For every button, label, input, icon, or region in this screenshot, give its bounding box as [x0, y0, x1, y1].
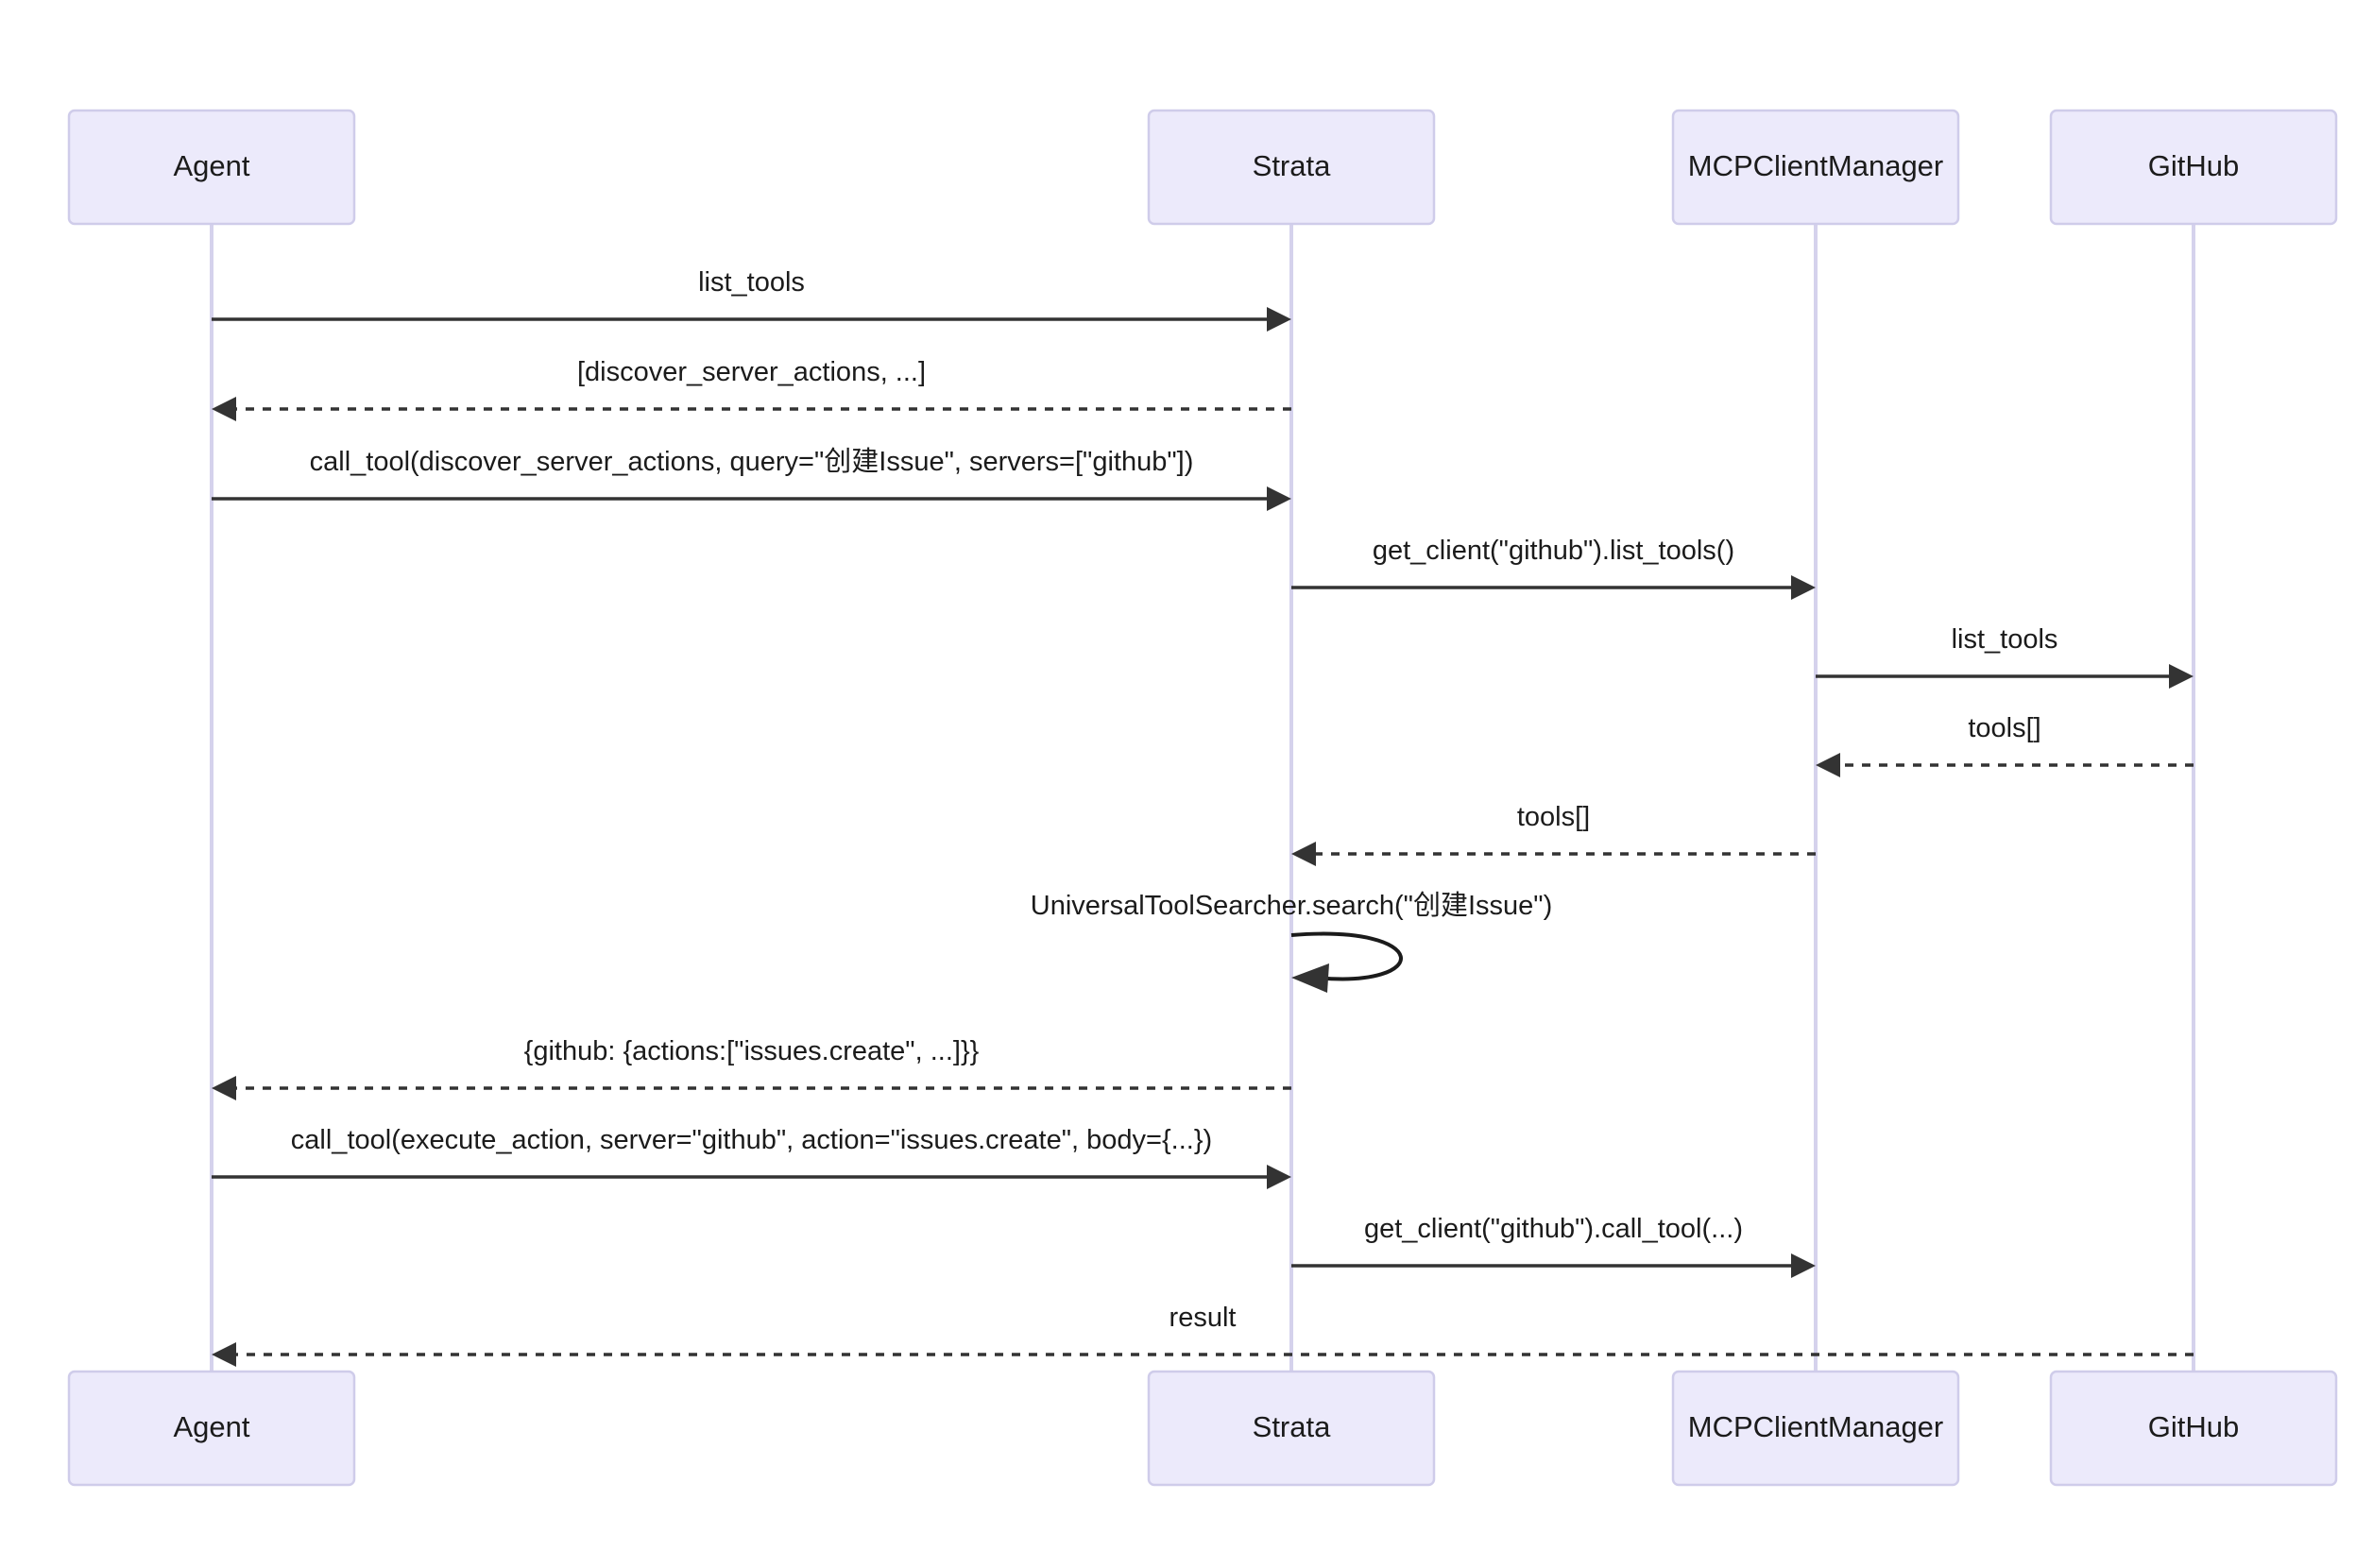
message-label: get_client("github").list_tools() [1373, 536, 1734, 566]
actor-strata-top[interactable]: Strata [1147, 109, 1436, 226]
message-label: UniversalToolSearcher.search("创建Issue") [1031, 890, 1552, 921]
message-label: list_tools [1952, 624, 2058, 655]
message-label: tools[] [1517, 802, 1590, 832]
message-arrowhead [1267, 307, 1291, 332]
message-2-strata-to-agent: [discover_server_actions, ...] [212, 357, 1291, 421]
actor-box-mcp [1671, 1370, 1960, 1487]
message-4-strata-to-mcp: get_client("github").list_tools() [1291, 536, 1816, 600]
message-arrowhead [212, 1342, 236, 1367]
actor-box-github [2049, 1370, 2338, 1487]
message-arrowhead [1791, 1253, 1816, 1278]
actor-label-agent: Agent [173, 1410, 249, 1443]
message-label: {github: {actions:["issues.create", ...]… [524, 1036, 980, 1066]
message-label: [discover_server_actions, ...] [577, 357, 926, 387]
message-7-mcp-to-strata: tools[] [1291, 802, 1816, 866]
message-label: call_tool(discover_server_actions, query… [310, 446, 1194, 477]
message-5-mcp-to-github: list_tools [1816, 624, 2194, 689]
message-arrowhead [1291, 842, 1316, 866]
message-12-github-to-agent: result [212, 1303, 2194, 1367]
self-loop-curve [1290, 931, 1403, 981]
message-3-agent-to-strata: call_tool(discover_server_actions, query… [212, 446, 1291, 511]
actor-strata-bottom[interactable]: Strata [1147, 1370, 1436, 1487]
actor-box-agent [67, 109, 356, 226]
message-arrowhead [212, 397, 236, 421]
message-label: get_client("github").call_tool(...) [1364, 1214, 1743, 1244]
message-9-strata-to-agent: {github: {actions:["issues.create", ...]… [212, 1036, 1291, 1100]
actor-box-agent [67, 1370, 356, 1487]
actor-agent-top[interactable]: Agent [67, 109, 356, 226]
lifelines-group [210, 224, 2195, 1372]
message-1-agent-to-strata: list_tools [212, 267, 1291, 332]
actor-box-github [2049, 109, 2338, 226]
message-arrowhead [212, 1076, 236, 1100]
message-label: tools[] [1968, 713, 2040, 743]
actor-mcp-top[interactable]: MCPClientManager [1671, 109, 1960, 226]
message-arrowhead [1816, 753, 1840, 777]
message-label: call_tool(execute_action, server="github… [291, 1125, 1212, 1155]
message-arrowhead [2169, 664, 2194, 689]
actor-github-top[interactable]: GitHub [2049, 109, 2338, 226]
message-arrowhead [1267, 1165, 1291, 1189]
actor-box-mcp [1671, 109, 1960, 226]
actor-github-bottom[interactable]: GitHub [2049, 1370, 2338, 1487]
message-arrowhead [1791, 575, 1816, 600]
actor-label-github: GitHub [2148, 1410, 2239, 1443]
message-arrowhead [1267, 486, 1291, 511]
message-label: list_tools [698, 267, 805, 298]
actor-label-strata: Strata [1253, 1410, 1331, 1443]
message-8-strata-to-strata: UniversalToolSearcher.search("创建Issue") [1031, 890, 1552, 993]
message-11-strata-to-mcp: get_client("github").call_tool(...) [1291, 1214, 1816, 1278]
actor-box-strata [1147, 109, 1436, 226]
messages-group: list_tools [discover_server_actions, ...]… [212, 267, 2194, 1367]
actor-boxes-bottom-group: Agent Strata MCPClientManager GitHub [67, 1370, 2338, 1487]
message-6-github-to-mcp: tools[] [1816, 713, 2194, 777]
actor-label-mcp: MCPClientManager [1688, 1410, 1944, 1443]
message-label: result [1169, 1303, 1237, 1333]
actor-mcp-bottom[interactable]: MCPClientManager [1671, 1370, 1960, 1487]
actor-label-agent: Agent [173, 149, 249, 182]
actor-label-github: GitHub [2148, 149, 2239, 182]
actor-agent-bottom[interactable]: Agent [67, 1370, 356, 1487]
message-10-agent-to-strata: call_tool(execute_action, server="github… [212, 1125, 1291, 1189]
actor-label-strata: Strata [1253, 149, 1331, 182]
self-loop-arrowhead [1291, 963, 1329, 993]
actor-box-strata [1147, 1370, 1436, 1487]
actor-boxes-top-group: Agent Strata MCPClientManager GitHub [67, 109, 2338, 226]
actor-label-mcp: MCPClientManager [1688, 149, 1944, 182]
